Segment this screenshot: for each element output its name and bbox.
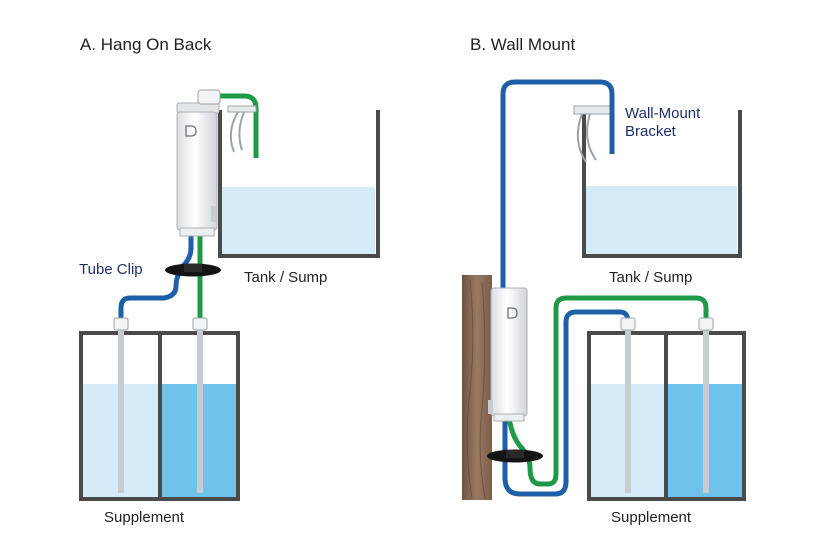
hook-clip-a <box>229 111 245 153</box>
suction-tube-left-b <box>625 328 631 493</box>
suction-tube-right-b <box>703 328 709 493</box>
tank-label-a: Tank / Sump <box>244 269 327 286</box>
panel-wall-mount: B. Wall Mount Tank / Sump Wall-Mount Bra… <box>462 35 746 526</box>
panel-hang-on-back: A. Hang On Back Tank / Sump Tube Clip <box>79 35 380 526</box>
tank-label-b: Tank / Sump <box>609 269 692 286</box>
tube-clip-hub <box>184 264 202 272</box>
blue-tube-b-return <box>500 79 615 290</box>
panel-b-title: B. Wall Mount <box>470 35 575 54</box>
bracket-plate <box>573 105 611 115</box>
suction-tube-right <box>197 328 203 493</box>
pump-side-vents <box>211 206 216 222</box>
supplement-containers-a <box>79 317 240 501</box>
pump-logo-icon <box>185 125 197 137</box>
pump-bottom-b <box>493 413 525 422</box>
pump-body-b <box>490 287 528 417</box>
dosing-pump-a <box>176 89 221 237</box>
cap-left-b <box>620 317 636 331</box>
pump-side-vents-b <box>488 400 493 414</box>
pump-fitting <box>197 89 221 105</box>
tank-water <box>222 187 375 255</box>
tank-outline <box>218 110 380 258</box>
supplement-label-b: Supplement <box>611 509 692 526</box>
bracket-hook <box>576 113 597 163</box>
wood-wall-board <box>462 275 492 500</box>
green-tube-b-supply <box>506 295 709 487</box>
wood-grain <box>466 279 486 499</box>
tube-clip-b <box>487 449 543 463</box>
wall-mount-bracket <box>573 105 611 163</box>
tube-clip-hub-b <box>506 450 524 458</box>
tube-clip-label: Tube Clip <box>79 261 143 278</box>
blue-tube-b-supply <box>502 309 631 497</box>
tank-outline-b <box>582 110 742 258</box>
dosing-pump-b <box>488 287 528 422</box>
hook-bracket-a <box>227 105 257 113</box>
panel-a-title: A. Hang On Back <box>80 35 212 54</box>
tank-sump-b <box>582 110 742 258</box>
cap-left <box>113 317 129 331</box>
suction-tube-left <box>118 328 124 493</box>
tube-clip-a <box>165 263 221 277</box>
pump-bottom <box>179 227 215 237</box>
blue-tube-a <box>118 228 194 322</box>
pump-logo-icon-b <box>507 307 518 319</box>
bracket-label-line2: Bracket <box>625 123 677 140</box>
cap-right-b <box>698 317 714 331</box>
supplement-containers-b <box>587 317 746 501</box>
bracket-label-line1: Wall-Mount <box>625 105 701 122</box>
cap-right <box>192 317 208 331</box>
tank-sump-a <box>218 110 380 258</box>
supplement-label-a: Supplement <box>104 509 185 526</box>
tank-water-b <box>586 186 737 254</box>
